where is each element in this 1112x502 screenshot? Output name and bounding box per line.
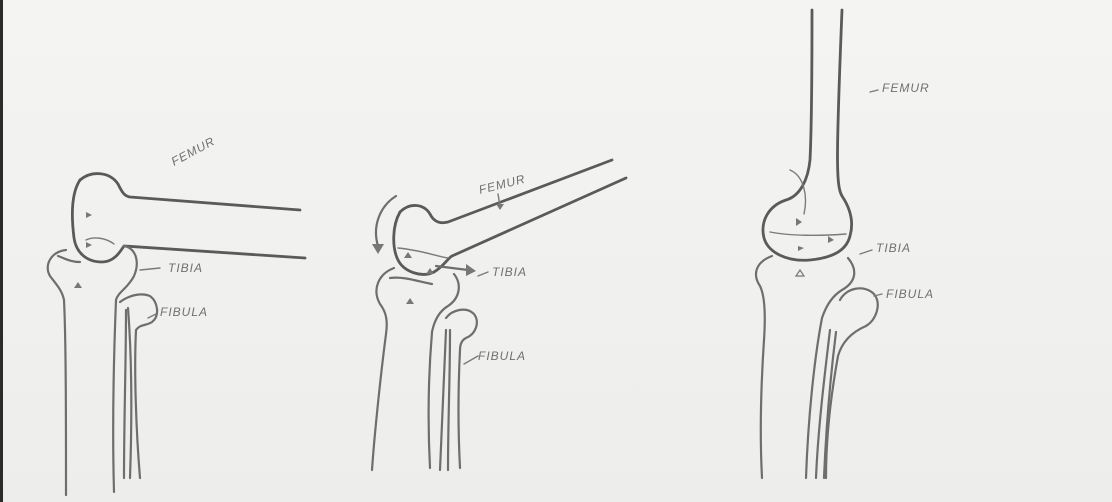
tibia-leader-1 <box>140 268 160 270</box>
tibia-label-1: TIBIA <box>168 261 203 275</box>
fibula-bone-1 <box>120 294 157 478</box>
rotation-arrow-icon <box>372 196 396 254</box>
tibia-label-3: TIBIA <box>876 241 911 255</box>
fibula-leader-2 <box>464 356 478 364</box>
tibia-leader-2 <box>478 272 488 276</box>
glide-arrow-icon <box>436 264 476 276</box>
femur-leader-3 <box>870 90 878 92</box>
diagram-2: FEMUR TIBIA FIBULA <box>372 160 626 470</box>
femur-label-3: FEMUR <box>882 81 930 95</box>
diagram-3: FEMUR TIBIA FIBULA <box>756 10 934 478</box>
femur-bone-1 <box>72 174 305 262</box>
diagram-1: FEMUR TIBIA FIBULA <box>48 134 305 495</box>
tibia-bone-2 <box>372 268 459 470</box>
fibula-label-3: FIBULA <box>886 287 934 301</box>
femur-label-2: FEMUR <box>477 172 527 197</box>
tibia-label-2: TIBIA <box>492 265 527 279</box>
fibula-bone-2 <box>440 310 477 470</box>
femur-bone-3 <box>763 10 852 260</box>
fibula-bone-3 <box>816 288 878 478</box>
tibia-bone-3 <box>756 256 854 478</box>
femur-label-1: FEMUR <box>169 134 218 169</box>
fibula-label-2: FIBULA <box>478 349 526 363</box>
tibia-leader-3 <box>860 250 872 254</box>
fibula-label-1: FIBULA <box>160 305 208 319</box>
